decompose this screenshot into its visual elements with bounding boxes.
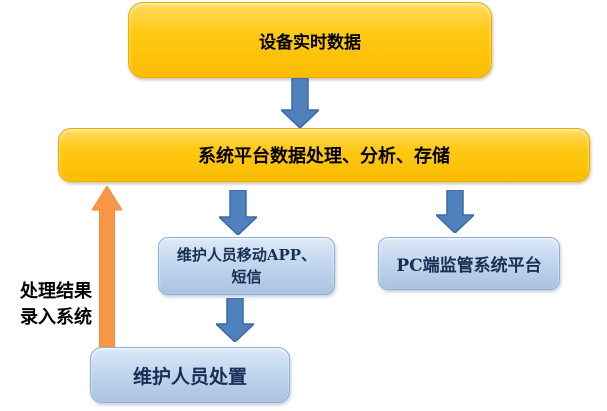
node-label: 系统平台数据处理、分析、存储 <box>198 146 450 167</box>
node-label: 维护人员处置 <box>132 365 247 388</box>
down-arrow-icon <box>281 78 319 128</box>
node-label-line2: 短信 <box>231 268 262 286</box>
feedback-annotation: 处理结果 录入系统 <box>12 279 100 331</box>
down-arrow-icon <box>219 190 257 235</box>
up-arrow-icon <box>92 186 122 347</box>
node-label-line1: 维护人员移动APP、 <box>176 246 317 264</box>
feedback-line2: 录入系统 <box>20 307 92 328</box>
down-arrow-shape <box>219 190 257 235</box>
feedback-line1: 处理结果 <box>20 281 92 302</box>
node-mobile-app-sms: 维护人员移动APP、 短信 <box>158 237 335 295</box>
node-label: PC端监管系统平台 <box>396 256 542 276</box>
node-maintenance-handling: 维护人员处置 <box>90 347 290 403</box>
node-system-platform: 系统平台数据处理、分析、存储 <box>58 128 590 182</box>
down-arrow-shape <box>281 78 319 128</box>
node-pc-supervision-platform: PC端监管系统平台 <box>378 237 560 290</box>
up-arrow-shape <box>92 186 122 347</box>
down-arrow-icon <box>436 190 474 233</box>
node-label: 设备实时数据 <box>259 32 361 53</box>
down-arrow-shape <box>436 190 474 233</box>
node-device-realtime-data: 设备实时数据 <box>128 2 492 78</box>
down-arrow-icon <box>216 298 254 342</box>
down-arrow-shape <box>216 298 254 342</box>
